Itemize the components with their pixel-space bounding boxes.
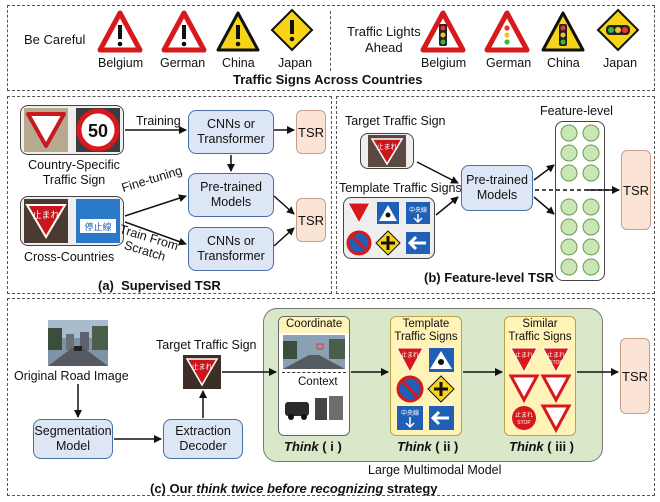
context-image [283, 392, 345, 424]
template-signs-label-b: Template Traffic Signs [339, 181, 462, 195]
arrow-finetune [124, 194, 187, 217]
template-signs-title-c: Template Traffic Signs [394, 318, 458, 343]
caption-italic: think twice before recognizing [196, 481, 384, 496]
extraction-decoder-box: Extraction Decoder [163, 419, 243, 459]
template-signs-grid-c-icon: 止まれ 中央線 [396, 347, 455, 430]
similar-tomare-1: 止まれ [515, 351, 533, 359]
coordinate-context-divider [282, 372, 346, 373]
chuosen-text-c: 中央線 [401, 409, 419, 417]
country-label-belgium: Belgium [98, 56, 144, 70]
feature-level-tsr-caption: (b) Feature-level TSR [424, 270, 555, 285]
japan-warning-sign-icon [270, 8, 314, 52]
country-label-japan-2: Japan [603, 56, 638, 70]
similar-signs-title: Similar Traffic Signs [508, 318, 572, 343]
cross-countries-label: Cross-Countries [24, 250, 115, 264]
think-ii-word: Think [397, 439, 432, 454]
tsr-box-a1: TSR [296, 110, 326, 154]
training-label: Training [136, 114, 181, 128]
caption-prefix: (c) Our [150, 481, 197, 496]
coordinate-header [279, 317, 349, 333]
tomare-text: 止まれ [32, 209, 59, 221]
think-iii-number: ( iii ) [543, 439, 575, 454]
think-i-label: Think ( i ) [284, 439, 342, 454]
similar-stop-2: STOP [517, 420, 531, 426]
countries-panel [7, 5, 655, 91]
similar-tomare-3: 止まれ [515, 411, 533, 419]
supervised-tsr-caption: (a) Supervised TSR [98, 278, 221, 293]
countries-caption: Traffic Signs Across Countries [233, 72, 423, 87]
country-specific-label: Country-Specific Traffic Sign [28, 158, 120, 187]
speed-limit-number: 50 [88, 121, 108, 141]
pretrained-models-box-b: Pre-trained Models [461, 165, 533, 211]
target-tomare-text-c: 止まれ [192, 362, 213, 371]
coordinate-road-image [283, 335, 345, 369]
arrow-scratch [124, 221, 187, 246]
context-label: Context [298, 376, 338, 388]
country-label-japan: Japan [278, 56, 313, 70]
tsr-box-b: TSR [621, 150, 651, 230]
target-tomare-text-b: 止まれ [377, 142, 398, 151]
country-label-belgium-2: Belgium [421, 56, 467, 70]
arrow-pretrained-tsr [273, 195, 295, 215]
cnn-transformer-box-1: CNNs or Transformer [188, 110, 274, 154]
countries-divider [330, 11, 331, 71]
china-warning-sign-icon [216, 11, 260, 52]
target-tomare-sign-b-icon: 止まれ [368, 135, 406, 167]
teishisen-sign-photo-icon: 停止線 [76, 199, 120, 243]
similar-signs-grid-icon: 止まれ 止まれ STOP 止まれ STOP [508, 347, 572, 434]
original-road-image-label: Original Road Image [14, 369, 129, 383]
chuosen-text-b: 中央線 [409, 206, 427, 214]
think-i-word: Think [284, 439, 319, 454]
traffic-lights-ahead-label: Traffic Lights Ahead [347, 24, 421, 55]
supervised-tsr-panel [7, 96, 332, 294]
think-ii-number: ( ii ) [431, 439, 459, 454]
template-signs-grid-b-icon: 中央線 [346, 202, 430, 256]
cnn-transformer-box-2: CNNs or Transformer [188, 227, 274, 271]
coordinate-label: Coordinate [286, 318, 343, 330]
feature-level-tsr-panel [336, 96, 655, 294]
similar-stop-1: STOP [549, 360, 563, 366]
segmentation-model-box: Segmentation Model [33, 419, 113, 459]
target-tomare-sign-c-icon: 止まれ [183, 355, 221, 389]
speed-limit-50-sign-photo-icon: 50 [76, 108, 120, 152]
be-careful-label: Be Careful [24, 32, 86, 47]
similar-tomare-2: 止まれ [547, 351, 565, 359]
think-twice-panel [7, 298, 655, 496]
think-twice-caption: (c) Our think twice before recognizing s… [150, 481, 438, 496]
belgium-warning-sign-icon [97, 10, 143, 53]
country-label-german: German [160, 56, 206, 70]
arrow-pretrained-feature-bottom [533, 196, 555, 215]
tsr-box-a2: TSR [296, 198, 326, 242]
caption-suffix: strategy [383, 481, 438, 496]
pretrained-models-box: Pre-trained Models [188, 173, 274, 217]
country-label-german-2: German [486, 56, 532, 70]
feature-level-label: Feature-level [540, 104, 613, 118]
country-label-china: China [222, 56, 255, 70]
belgium-traffic-lights-sign-icon [420, 10, 466, 53]
arrow-pretrained-feature-top [533, 164, 555, 181]
tsr-box-c: TSR [620, 338, 650, 414]
tomare-sign-photo-icon: 止まれ [24, 199, 68, 243]
country-label-china-2: China [547, 56, 580, 70]
think-iii-word: Think [509, 439, 544, 454]
arrow-cnn2-tsr [273, 227, 295, 247]
feature-vector-dots [535, 124, 615, 276]
think-iii-label: Think ( iii ) [509, 439, 574, 454]
arrow-template-pretrained [435, 196, 459, 216]
teishisen-text: 停止線 [84, 221, 111, 233]
think-i-number: ( i ) [318, 439, 342, 454]
tomare-text-c2: 止まれ [401, 351, 419, 359]
target-sign-label-b: Target Traffic Sign [345, 114, 446, 128]
china-traffic-lights-sign-icon [541, 11, 585, 52]
german-warning-sign-icon [161, 10, 207, 53]
target-sign-label-c: Target Traffic Sign [156, 338, 257, 352]
german-traffic-lights-sign-icon [484, 10, 530, 53]
yield-sign-photo-icon [24, 108, 68, 152]
original-road-image [48, 320, 108, 366]
large-multimodal-model-label: Large Multimodal Model [368, 463, 502, 477]
think-ii-label: Think ( ii ) [397, 439, 458, 454]
japan-traffic-lights-sign-icon [596, 8, 640, 52]
arrow-target-pretrained [416, 161, 459, 184]
